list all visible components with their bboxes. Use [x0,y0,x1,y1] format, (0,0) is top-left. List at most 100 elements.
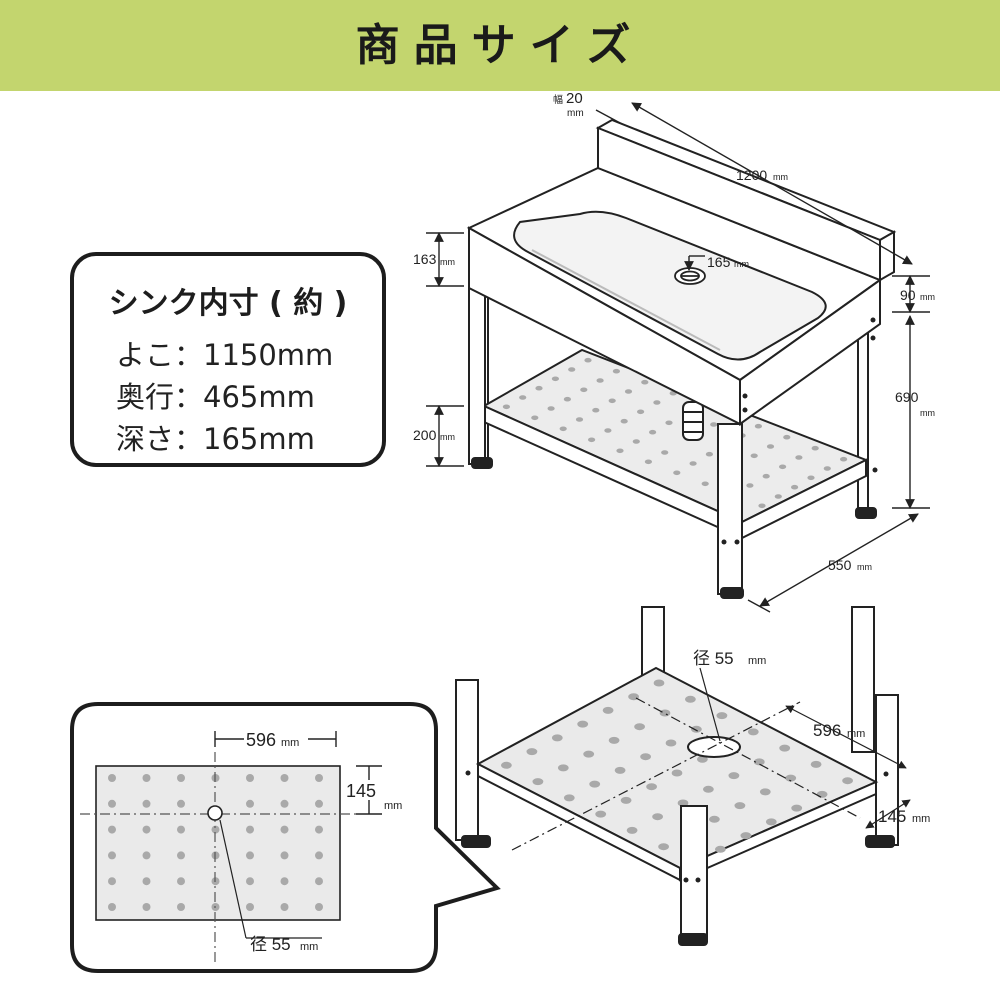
sink-width-num: 20 [566,90,583,107]
plan-hole [177,825,185,834]
shelf-hole [620,796,632,804]
shelf-hole [568,367,576,372]
shelf-hole [673,470,681,476]
shelf-hole [616,448,624,454]
shelf-hole [747,728,759,736]
shelf-hole [715,845,726,853]
shelf-hole [595,810,607,818]
plan-hole [211,825,220,834]
shelf-hole [759,788,771,796]
shelf-height-num: 200 [413,427,437,443]
plan-hole [246,903,254,911]
shelf-hole [640,753,651,761]
plan-hole-unit: mm [300,941,318,953]
plan-hole [108,877,116,886]
plan-hole [177,799,185,808]
spec-width: よこ：1150mm [116,338,334,372]
shelf-hole [728,772,740,780]
plan-hole [280,877,289,886]
shelf-hole [703,785,714,793]
basin-height-num: 163 [413,251,437,267]
plan-hole [142,877,151,886]
shelf-hole [653,400,661,405]
spec-basin-depth: 深さ：165mm [116,422,315,456]
sink-length-unit: mm [773,172,788,182]
plan-shelf-holes [108,774,323,911]
shelf-hole [608,736,620,744]
shelf-hole [677,799,689,807]
shelf-hole [783,434,791,440]
shelf-hole [646,783,657,791]
shelf-hole [531,415,539,421]
plan-hole [246,851,254,860]
shelf-hole [753,758,765,766]
shelf-hole [785,774,797,782]
plan-hole [246,774,254,782]
plan-view-labels: 596 mm 145 mm 径 55 mm [246,730,402,954]
sink-depth-num: 550 [828,557,852,573]
shelf-hole [791,484,799,490]
shelf-hole [750,453,758,459]
shelf-hole [774,494,782,499]
shelf-hole [608,398,616,404]
plan-hole [177,877,185,886]
shelf-hole [754,423,763,429]
plan-hole [177,851,185,860]
plan-offset-unit: mm [384,800,402,812]
shelf-hole [535,385,543,391]
sink-illustration [466,118,897,599]
shelf-hole [811,445,819,451]
plan-hole [177,903,185,911]
shelf-hole [716,712,728,720]
shelf-hole [701,481,709,487]
foot-front-left [471,457,493,469]
shelf-hole [705,451,714,457]
shelf-hole [604,428,612,433]
shelf-hole [691,725,702,733]
shelf-hole [634,723,645,731]
plan-hole [280,903,289,911]
detail-leg-left [455,679,479,841]
basin-height-unit: mm [440,257,455,267]
plan-hole [315,877,323,886]
plan-hole [315,825,323,834]
sink-depth-unit: mm [857,562,872,572]
shelf-hole [734,802,746,810]
plan-hole [108,799,116,808]
plan-hole [108,851,116,860]
shelf-hole [596,378,604,383]
detail-offset-num: 145 [878,807,906,826]
plan-hole [315,799,323,808]
shelf-hole [551,734,563,742]
shelf-hole [502,404,510,410]
shelf-hole [588,437,596,443]
shelf-hole [779,464,787,470]
shelf-hole [602,706,614,714]
shelf-hole [632,439,640,444]
sink-width-label: 幅 [553,93,563,106]
drain-distance-unit: mm [734,259,749,269]
shelf-height-unit: mm [440,432,455,442]
shelf-hole [583,750,595,758]
shelf-hole [551,376,560,382]
shelf-hole [661,450,669,455]
foot-front-right [720,587,744,599]
backsplash-height-unit: mm [920,292,935,302]
plan-hole [280,799,289,808]
shelf-hole [795,455,803,460]
shelf-hole [624,389,633,394]
shelf-hole [665,739,677,747]
plan-shelf [95,765,341,921]
shelf-hole [685,695,696,703]
shelf-hole [842,777,853,785]
sink-inner-dimensions-box: シンク内寸 ( 約 ) よこ：1150mm 奥行：465mm 深さ：165mm [70,252,386,467]
sink-height-unit: mm [920,408,935,418]
sink-inner-dimensions-title: シンク内寸 ( 約 ) [108,286,348,321]
shelf-hole [563,794,575,802]
shelf-hole [652,813,663,821]
plan-hole [108,825,116,834]
shelf-detail-illustration [455,606,899,946]
shelf-hole [709,815,720,823]
sink-width-unit: mm [567,108,584,119]
